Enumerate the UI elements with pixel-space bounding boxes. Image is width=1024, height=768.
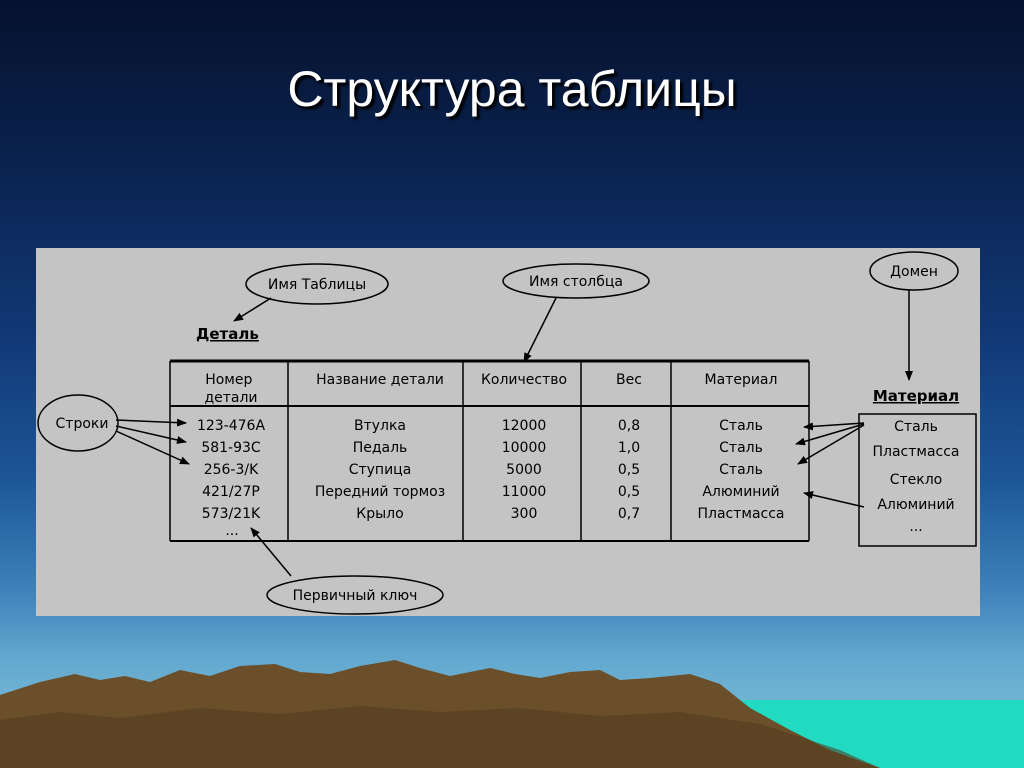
callout-primary-key: Первичный ключ (266, 575, 444, 615)
slide-title: Структура таблицы (287, 61, 737, 117)
arrow-row (115, 430, 190, 465)
callout-table-name: Имя Таблицы (245, 263, 389, 305)
cell-material: Сталь (719, 418, 763, 434)
domain-box: Материал Сталь Пластмасса Стекло Алюмини… (858, 387, 977, 547)
mountains-decoration (0, 660, 1024, 768)
domain-value: Алюминий (877, 497, 954, 513)
domain-box-title: Материал (873, 387, 959, 405)
arrow-domain-value (797, 424, 865, 465)
arrow-primary-key (250, 527, 292, 577)
callout-column-name-label: Имя столбца (529, 274, 623, 290)
cell-material: Пластмасса (697, 506, 784, 522)
cell-part-name: Педаль (353, 440, 408, 456)
cell-part-number: 123-476A (197, 418, 265, 434)
mountain-shadow (0, 706, 880, 768)
header-quantity: Количество (481, 372, 567, 388)
callout-rows: Строки (37, 394, 119, 452)
callout-column-name: Имя столбца (502, 263, 650, 299)
cell-weight: 0,5 (618, 484, 640, 500)
domain-more: ... (909, 519, 922, 535)
cell-part-name: Крыло (356, 506, 403, 522)
arrow-table-name (233, 297, 272, 322)
cell-quantity: 12000 (502, 418, 547, 434)
arrow-domain-value (803, 422, 865, 431)
cell-weight: 1,0 (618, 440, 640, 456)
header-part-name: Название детали (316, 372, 444, 388)
cell-material: Сталь (719, 440, 763, 456)
domain-value: Стекло (890, 472, 943, 488)
cell-part-name: Передний тормоз (315, 484, 445, 500)
cell-weight: 0,7 (618, 506, 640, 522)
callout-table-name-label: Имя Таблицы (268, 277, 366, 293)
cell-part-number: 421/27P (202, 484, 260, 500)
arrow-domain-value (803, 491, 865, 508)
cell-part-number: 581-93C (201, 440, 261, 456)
cell-part-number: 256-3/K (204, 462, 259, 478)
header-part-number-line2: детали (204, 390, 257, 406)
cell-quantity: 300 (511, 506, 538, 522)
cell-quantity: 5000 (506, 462, 542, 478)
table-caption: Деталь (196, 325, 259, 343)
data-table: Номер детали Название детали Количество … (169, 359, 810, 542)
cell-quantity: 11000 (502, 484, 547, 500)
callout-primary-key-label: Первичный ключ (293, 588, 418, 604)
callout-domain-label: Домен (890, 264, 938, 280)
cell-weight: 0,5 (618, 462, 640, 478)
header-material: Материал (705, 372, 778, 388)
domain-value: Сталь (894, 419, 938, 435)
arrows (115, 290, 913, 577)
cell-part-name: Втулка (354, 418, 406, 434)
table-structure-diagram: Имя Таблицы Имя столбца Домен Строки Пер… (37, 251, 977, 615)
cell-quantity: 10000 (502, 440, 547, 456)
cell-material: Алюминий (702, 484, 779, 500)
cell-weight: 0,8 (618, 418, 640, 434)
rows-more: ... (225, 523, 238, 539)
callout-rows-label: Строки (56, 416, 109, 432)
cell-part-name: Ступица (349, 462, 412, 478)
domain-value: Пластмасса (872, 444, 959, 460)
arrow-row (115, 425, 187, 444)
header-weight: Вес (616, 372, 642, 388)
cell-material: Сталь (719, 462, 763, 478)
callout-domain: Домен (869, 251, 959, 291)
header-part-number-line1: Номер (205, 372, 252, 388)
arrow-domain-value (795, 423, 865, 446)
arrow-column-name (523, 297, 557, 363)
cell-part-number: 573/21K (202, 506, 261, 522)
arrow-row (115, 418, 187, 427)
header-part-number: Номер детали (204, 372, 257, 406)
diagram-panel: Имя Таблицы Имя столбца Домен Строки Пер… (36, 248, 980, 616)
